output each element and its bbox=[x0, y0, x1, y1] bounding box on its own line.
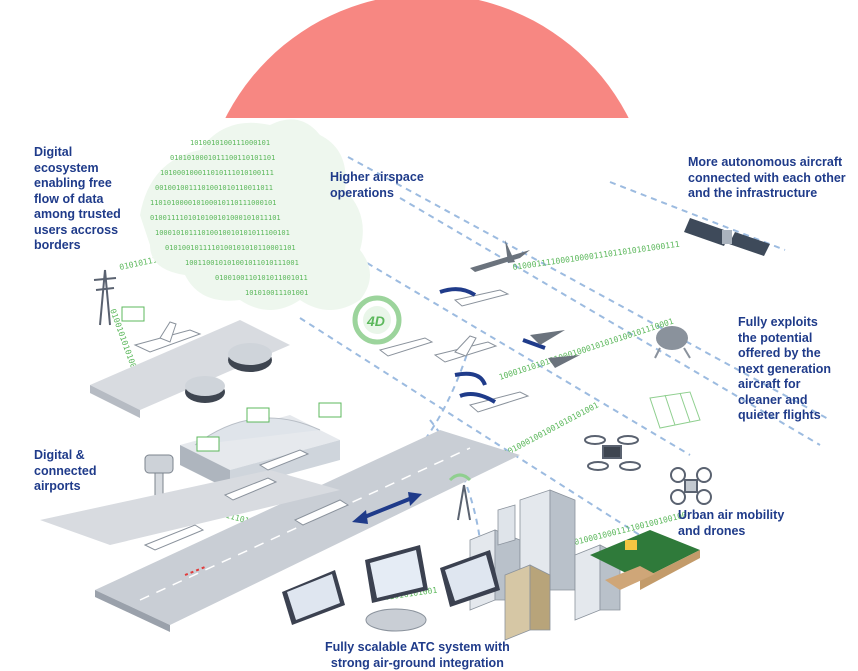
airship-icon bbox=[654, 326, 691, 359]
svg-text:110101000010100010110111000101: 110101000010100010110111000101 bbox=[150, 199, 276, 207]
ground-antenna-icon bbox=[448, 473, 472, 521]
label-line: airports bbox=[34, 479, 81, 493]
label-line: and drones bbox=[678, 523, 746, 538]
label-line: operations bbox=[330, 185, 394, 200]
label-line: Digital & bbox=[34, 448, 85, 462]
label-line: connected with each other bbox=[688, 170, 846, 185]
svg-text:0101010001011100110101101: 0101010001011100110101101 bbox=[170, 154, 275, 162]
svg-text:0010010011101001010110011011: 0010010011101001010110011011 bbox=[155, 184, 273, 192]
label-digital-airports: Digital & connected airports bbox=[34, 448, 97, 495]
label-line: More autonomous aircraft bbox=[688, 155, 843, 169]
svg-text:010001111000100001110110101010: 01000111100010000111011010101000111 bbox=[512, 240, 680, 272]
label-line: borders bbox=[34, 238, 81, 252]
label-atc-system: Fully scalable ATC system with strong ai… bbox=[325, 640, 510, 671]
green-field bbox=[590, 530, 700, 590]
label-line: next generation bbox=[738, 361, 832, 376]
radio-tower-icon bbox=[93, 269, 117, 326]
label-line: flow of data bbox=[34, 191, 104, 206]
svg-text:010011110101010010100010101110: 0100111101010100101000101011101 bbox=[150, 214, 281, 222]
svg-text:0100100110101011001011: 0100100110101011001011 bbox=[215, 274, 308, 282]
label-higher-airspace: Higher airspace operations bbox=[330, 170, 424, 201]
label-line: Fully scalable ATC system with bbox=[325, 640, 510, 654]
svg-text:4D: 4D bbox=[366, 313, 385, 329]
label-line: Digital bbox=[34, 145, 73, 159]
double-arrow-icon bbox=[352, 492, 422, 524]
data-tags bbox=[121, 306, 342, 452]
label-next-generation: Fully exploits the potential offered by … bbox=[738, 315, 831, 424]
svg-text:100010101110100100101010111001: 10001010111010010010101011100101 bbox=[155, 229, 290, 237]
svg-text:101010011101001: 101010011101001 bbox=[245, 289, 308, 297]
label-line: strong air-ground integration bbox=[330, 655, 504, 670]
label-line: among trusted bbox=[34, 207, 121, 221]
label-line: quieter flights bbox=[738, 408, 821, 422]
label-urban-air-mobility: Urban air mobility and drones bbox=[678, 508, 784, 539]
label-line: Higher airspace bbox=[330, 170, 424, 184]
svg-text:100010101010100010001010101001: 10001010101010001000101010100101110001 bbox=[498, 317, 675, 382]
svg-text:010100101111010010101011000110: 0101001011110100101010110001101 bbox=[165, 244, 296, 252]
upper-airfield bbox=[90, 320, 290, 418]
svg-text:100110010101001011010111001: 100110010101001011010111001 bbox=[185, 259, 299, 267]
label-line: enabling free bbox=[34, 176, 112, 190]
atc-tablets bbox=[282, 545, 500, 632]
ground-aircraft bbox=[143, 449, 350, 551]
label-line: the potential bbox=[738, 330, 813, 345]
svg-text:1010010100111000101: 1010010100111000101 bbox=[190, 139, 270, 147]
flow-arrows bbox=[439, 287, 546, 404]
label-line: cleaner and bbox=[738, 392, 808, 407]
label-autonomous-aircraft: More autonomous aircraft connected with … bbox=[688, 155, 846, 202]
airborne-aircraft bbox=[378, 289, 530, 413]
label-line: offered by the bbox=[738, 346, 821, 360]
fighter-jet-icons bbox=[530, 330, 580, 368]
label-line: ecosystem bbox=[34, 160, 99, 175]
label-line: Urban air mobility bbox=[678, 508, 785, 522]
label-line: and the infrastructure bbox=[688, 186, 818, 200]
wireframe-aircraft-icon bbox=[649, 391, 701, 429]
trajectory-4d-icon: 4D bbox=[352, 295, 402, 345]
label-line: Fully exploits bbox=[738, 315, 818, 329]
svg-text:101000100011010111010100111: 101000100011010111010100111 bbox=[160, 169, 274, 177]
high-altitude-aircraft-icon bbox=[470, 240, 530, 272]
drone-icon bbox=[584, 435, 641, 471]
satellite-icon bbox=[684, 218, 770, 256]
drone-icon bbox=[670, 467, 712, 505]
label-line: users accross bbox=[34, 222, 119, 237]
label-digital-ecosystem: Digital ecosystem enabling free flow of … bbox=[34, 145, 121, 254]
label-line: connected bbox=[34, 463, 97, 478]
binary-data-cloud: 1010010100111000101 01010100010111001101… bbox=[140, 119, 370, 310]
label-line: aircraft for bbox=[738, 377, 801, 391]
